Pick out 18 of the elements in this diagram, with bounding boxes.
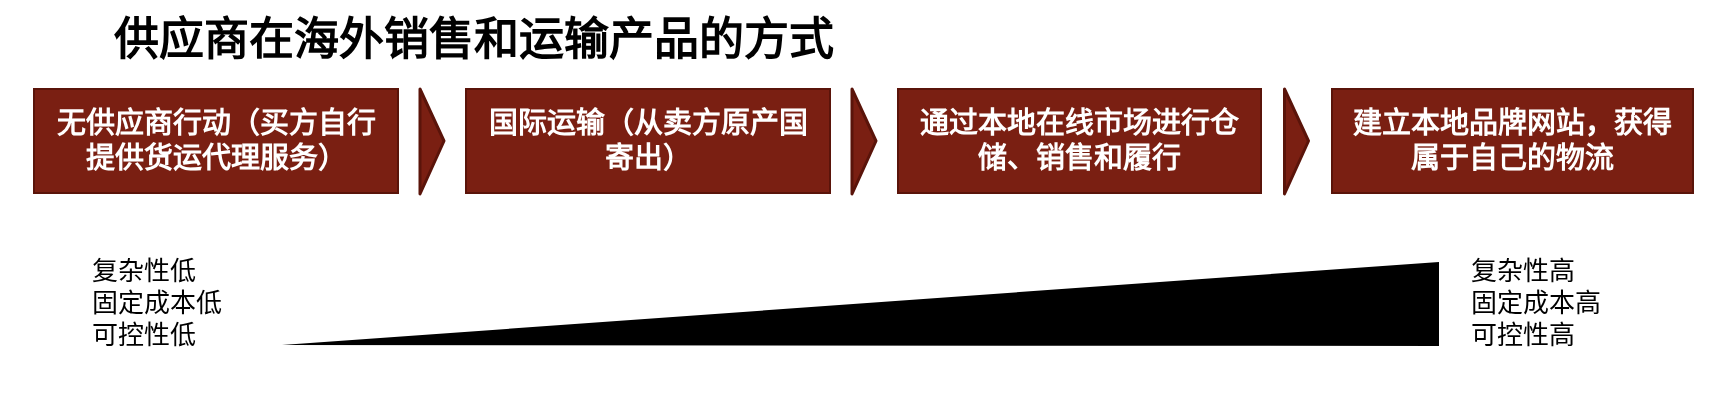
scale-label: 复杂性高	[1471, 256, 1575, 288]
step-label: 通过本地在线市场进行仓储、销售和履行	[919, 106, 1240, 176]
step-label: 无供应商行动（买方自行提供货运代理服务）	[55, 106, 377, 176]
title: 供应商在海外销售和运输产品的方式	[114, 14, 834, 66]
step-label: 国际运输（从卖方原产国寄出）	[487, 106, 809, 176]
step-box	[33, 88, 399, 194]
scale-label: 复杂性低	[92, 256, 196, 288]
step-box	[897, 88, 1262, 194]
chevron-arrow	[850, 87, 878, 196]
scale-label: 可控性高	[1471, 320, 1575, 352]
chevron-arrow	[1283, 87, 1310, 196]
chevron-arrow	[418, 87, 446, 196]
step-box	[465, 88, 831, 194]
scale-label: 固定成本高	[1471, 288, 1601, 320]
step-label: 建立本地品牌网站，获得属于自己的物流	[1352, 106, 1673, 176]
step-box	[1331, 88, 1694, 194]
scale-label: 可控性低	[92, 320, 196, 352]
scale-label: 固定成本低	[92, 288, 222, 320]
